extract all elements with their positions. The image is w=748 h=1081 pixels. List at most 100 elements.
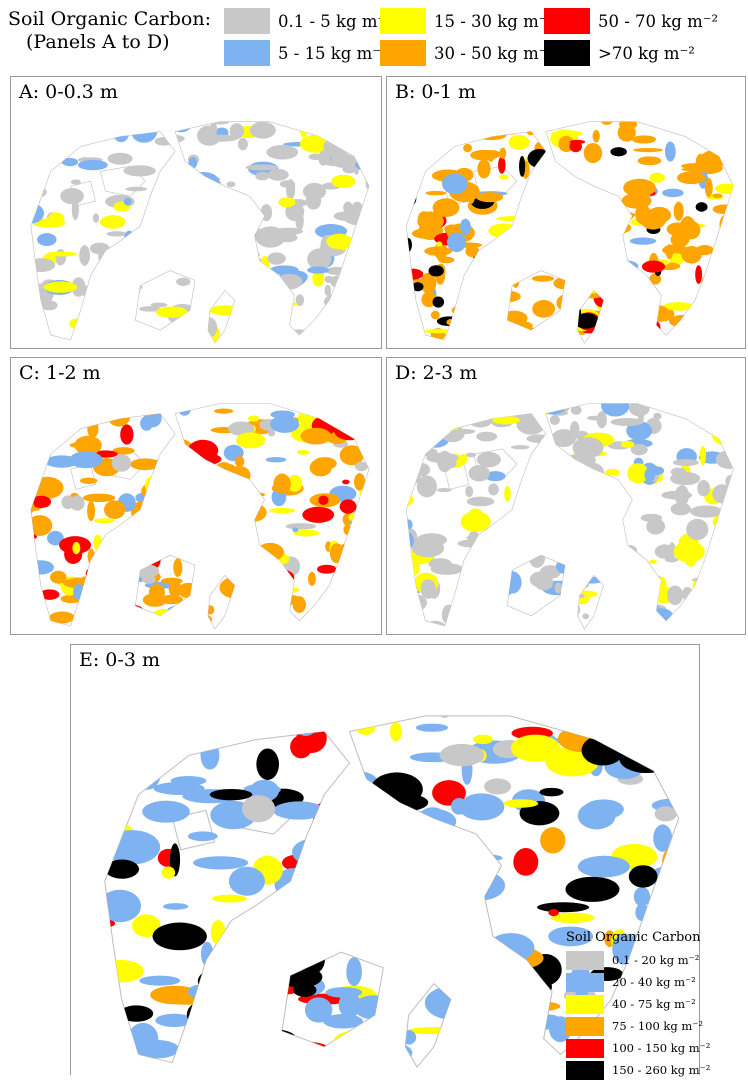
- soil-patch: [272, 561, 280, 569]
- soil-patch: [649, 172, 665, 183]
- map-panel-b: B: 0-1 m: [386, 76, 746, 349]
- soil-patch: [326, 233, 353, 250]
- soil-patch: [406, 237, 413, 252]
- soil-patch: [77, 159, 108, 171]
- soil-patch: [667, 715, 679, 739]
- soil-patch: [528, 547, 546, 568]
- legend-swatch: [380, 40, 426, 66]
- soil-patch: [455, 870, 506, 901]
- soil-patch: [269, 507, 296, 514]
- soil-patch: [71, 737, 78, 745]
- soil-patch: [273, 473, 291, 495]
- soil-patch: [273, 227, 303, 236]
- soil-patch: [515, 962, 527, 974]
- soil-patch: [577, 462, 604, 482]
- legend-swatch: [380, 8, 426, 34]
- soil-patch: [712, 193, 723, 199]
- soil-patch: [441, 604, 456, 625]
- soil-patch: [161, 866, 176, 879]
- soil-patch: [249, 121, 276, 139]
- soil-patch: [351, 793, 395, 807]
- soil-patch: [479, 315, 494, 329]
- soil-patch: [499, 1022, 548, 1034]
- soil-patch: [707, 593, 717, 601]
- soil-patch: [513, 230, 529, 241]
- soil-patch: [130, 458, 161, 471]
- soil-patch: [272, 319, 287, 341]
- soil-patch: [30, 280, 32, 286]
- soil-patch: [147, 219, 163, 232]
- soil-patch: [169, 439, 193, 457]
- soil-patch: [712, 121, 720, 134]
- soil-patch: [496, 619, 524, 629]
- soil-patch: [516, 413, 546, 435]
- soil-patch: [666, 222, 689, 236]
- soil-patch: [343, 622, 370, 629]
- soil-patch: [61, 126, 92, 142]
- soil-patch: [266, 144, 299, 160]
- soil-patch: [544, 170, 558, 185]
- soil-patch: [30, 436, 35, 450]
- soil-patch: [86, 403, 108, 417]
- legend-swatch: [224, 8, 270, 34]
- soil-patch: [387, 564, 404, 573]
- soil-patch: [371, 279, 381, 286]
- soil-patch: [183, 237, 194, 251]
- soil-patch: [586, 564, 607, 575]
- panel-label-e: E: 0-3 m: [79, 649, 160, 671]
- soil-patch: [406, 612, 422, 629]
- map-canvas-a: [18, 116, 381, 348]
- soil-patch: [207, 476, 233, 483]
- soil-patch: [596, 505, 618, 512]
- soil-patch: [18, 307, 25, 311]
- soil-patch: [257, 563, 280, 571]
- soil-patch: [142, 593, 168, 607]
- soil-patch: [97, 284, 107, 291]
- soil-patch: [542, 611, 558, 623]
- soil-patch: [135, 1040, 180, 1059]
- soil-patch: [355, 619, 367, 629]
- soil-patch: [355, 136, 370, 153]
- soil-patch: [686, 518, 709, 541]
- soil-patch: [205, 605, 215, 615]
- soil-patch: [370, 1026, 392, 1052]
- soil-patch: [560, 482, 582, 489]
- soil-patch: [176, 453, 202, 462]
- soil-patch: [491, 333, 508, 338]
- soil-patch: [406, 181, 413, 201]
- soil-patch: [281, 116, 306, 121]
- soil-patch: [302, 506, 335, 523]
- soil-patch: [729, 232, 734, 244]
- soil-patch: [347, 532, 357, 552]
- top-legend-item-5: 50 - 70 kg m⁻²: [544, 6, 718, 36]
- soil-patch: [155, 1013, 194, 1027]
- soil-patch: [328, 825, 374, 843]
- soil-patch: [361, 316, 370, 338]
- soil-patch: [153, 729, 174, 755]
- soil-patch: [30, 330, 36, 343]
- soil-patch: [82, 493, 116, 503]
- soil-patch: [107, 407, 130, 427]
- soil-patch: [712, 565, 728, 587]
- soil-patch: [258, 309, 284, 320]
- soil-patch: [333, 211, 361, 221]
- soil-patch: [139, 122, 151, 128]
- soil-patch: [173, 241, 183, 262]
- soil-patch: [711, 423, 734, 445]
- soil-patch: [425, 403, 454, 408]
- soil-patch: [284, 623, 319, 629]
- soil-patch: [406, 435, 411, 445]
- soil-patch: [406, 403, 411, 419]
- soil-patch: [387, 486, 400, 504]
- soil-patch: [471, 555, 492, 570]
- soil-patch: [229, 123, 244, 140]
- soil-patch: [309, 344, 332, 348]
- soil-patch: [447, 340, 460, 344]
- soil-patch: [389, 308, 397, 319]
- soil-patch: [30, 161, 46, 167]
- soil-patch: [501, 121, 531, 127]
- soil-patch: [267, 429, 276, 437]
- soil-patch: [604, 469, 620, 476]
- soil-patch: [601, 121, 613, 125]
- soil-patch: [260, 280, 280, 292]
